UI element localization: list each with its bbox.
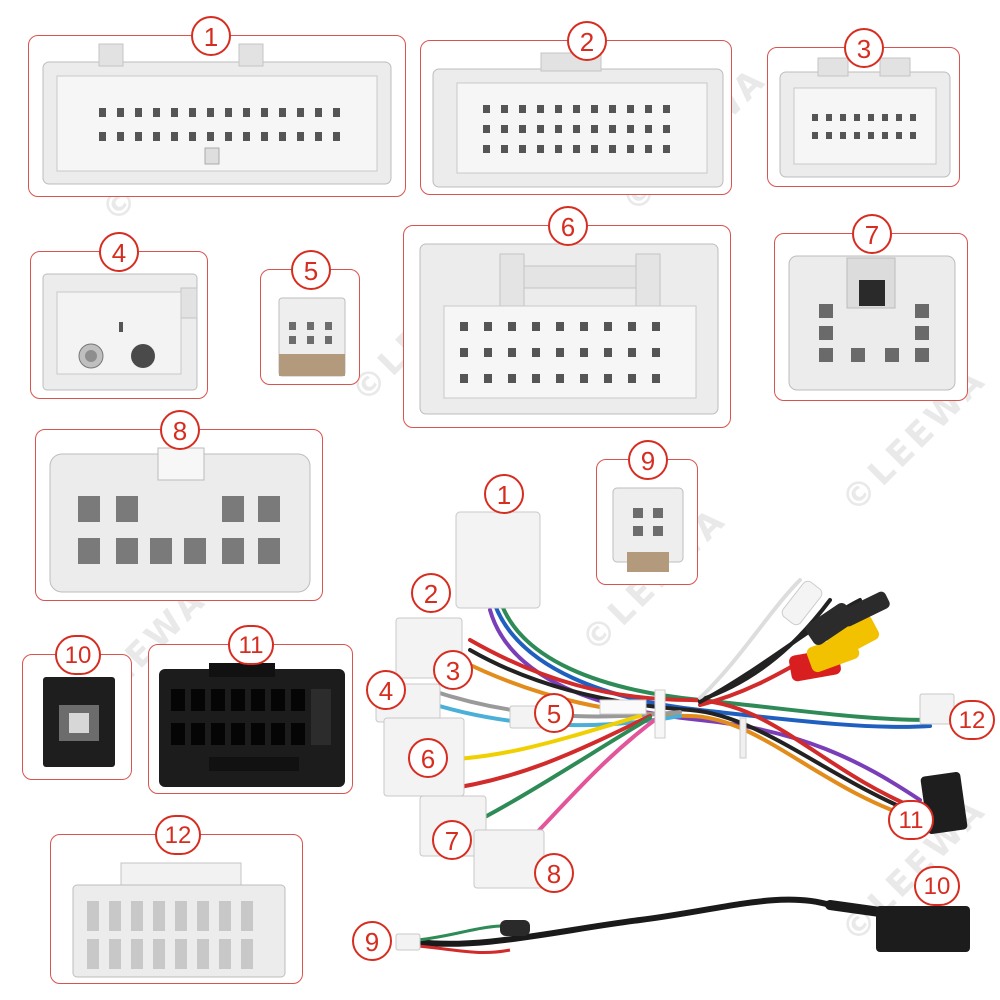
connector-10-image (43, 677, 115, 767)
connector-5-image (278, 297, 346, 377)
connector-2-image (432, 52, 724, 188)
panel-label-12: 12 (155, 815, 201, 855)
panel-label-3: 3 (844, 28, 884, 68)
harness-label-7: 7 (432, 820, 472, 860)
connector-panel-7: 7 (774, 214, 968, 401)
panel-label-8: 8 (160, 410, 200, 450)
connector-panel-12: 12 (50, 815, 303, 984)
connector-panel-10: 10 (22, 635, 132, 780)
harness-label-6: 6 (408, 738, 448, 778)
panel-label-9: 9 (628, 440, 668, 480)
harness-label-5: 5 (534, 693, 574, 733)
panel-label-10: 10 (55, 635, 101, 675)
connector-panel-5: 5 (260, 250, 360, 385)
connector-panel-9: 9 (596, 440, 698, 585)
connector-panel-4: 4 (30, 232, 208, 399)
harness-label-4: 4 (366, 670, 406, 710)
panel-label-4: 4 (99, 232, 139, 272)
connector-12-image (72, 862, 286, 978)
panel-label-11: 11 (228, 625, 274, 665)
connector-4-image (42, 273, 198, 391)
panel-label-1: 1 (191, 16, 231, 56)
connector-panel-11: 11 (148, 625, 353, 794)
connector-11-image (159, 663, 345, 787)
harness-label-8: 8 (534, 853, 574, 893)
harness-label-3: 3 (433, 650, 473, 690)
harness-label-1: 1 (484, 474, 524, 514)
connector-6-image (419, 243, 719, 415)
harness-label-12: 12 (949, 700, 995, 740)
connector-panel-6: 6 (403, 206, 731, 428)
harness-label-2: 2 (411, 573, 451, 613)
panel-label-2: 2 (567, 21, 607, 61)
connector-panel-3: 3 (767, 28, 960, 187)
connector-panel-2: 2 (420, 21, 732, 195)
connector-8-image (49, 447, 311, 593)
connector-1-image (42, 43, 392, 185)
connector-panel-1: 1 (28, 16, 406, 197)
connector-3-image (779, 57, 951, 178)
panel-label-6: 6 (548, 206, 588, 246)
connector-7-image (788, 255, 956, 391)
connector-9-image (612, 487, 684, 572)
connector-panel-8: 8 (35, 410, 323, 601)
harness-label-10: 10 (914, 866, 960, 906)
panel-label-7: 7 (852, 214, 892, 254)
panel-label-5: 5 (291, 250, 331, 290)
harness-label-11: 11 (888, 800, 934, 840)
harness-label-9: 9 (352, 921, 392, 961)
